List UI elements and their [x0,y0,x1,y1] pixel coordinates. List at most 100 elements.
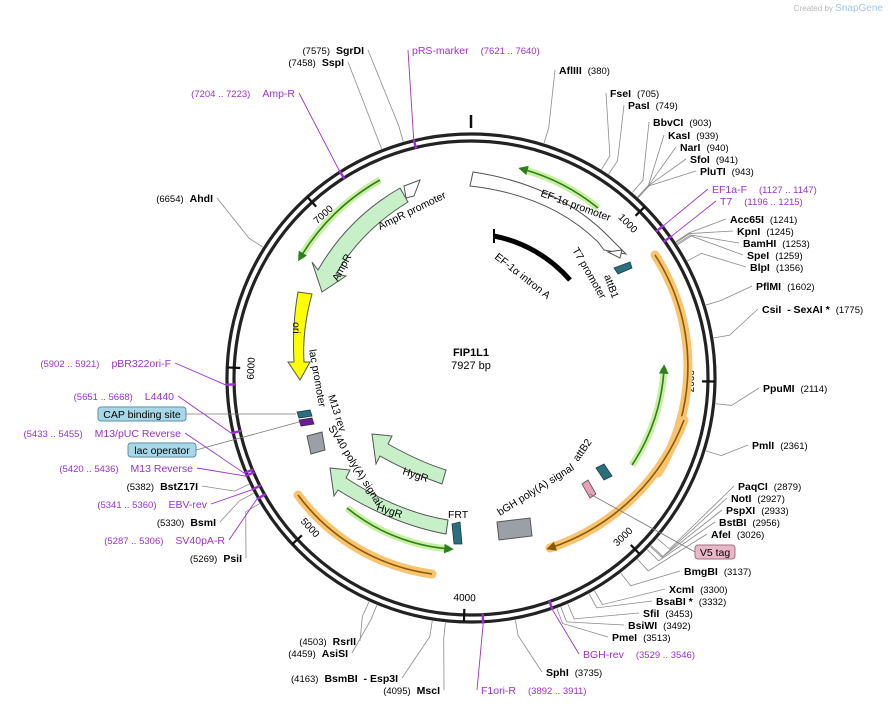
site-bstbi[interactable]: BstBI(2956) [719,517,780,529]
site-pflmi[interactable]: PflMI(1602) [756,281,815,293]
feature-ef1a-promoter [469,171,628,255]
site-bsiwi[interactable]: BsiWI(3492) [628,620,691,632]
site-ahdi[interactable]: (6654)AhdI [156,193,213,205]
site-bsmi[interactable]: (5330)BsmI [157,517,216,529]
site-asisi[interactable]: (4459)AsiSI [288,648,348,660]
site-blpi[interactable]: BlpI(1356) [750,262,803,274]
site-pluti[interactable]: PluTI(943) [700,166,754,178]
site-xcmi[interactable]: XcmI(3300) [669,584,728,596]
primer-amp-r[interactable]: (7204 .. 7223)Amp-R [191,88,295,100]
primer-leader-8 [210,489,253,505]
site-acc65i[interactable]: Acc65I(1241) [730,214,797,226]
primer-leader-3 [671,200,717,237]
orf-upper-left-arrow [298,179,381,262]
site-kpni[interactable]: KpnI(1245) [737,226,794,238]
site-aflIII[interactable]: AflIII(380) [559,65,610,77]
tick-mark-6000 [227,366,241,370]
leader-bstbi [646,521,716,562]
primer-f1ori-r[interactable]: F1ori-R(3892 .. 3911) [481,685,586,697]
primer-sv40pa-r[interactable]: (5287 .. 5306)SV40pA-R [104,535,225,547]
orf-lower-left-line [297,494,433,575]
leader-xcmi [594,588,666,606]
site-bsabi[interactable]: BsaBI *(3332) [656,596,726,608]
tick-label-6000: 6000 [246,357,258,380]
feature-v5-tag [581,479,597,499]
feature-hygr-upper [371,433,447,485]
primer-m13-puc-reverse[interactable]: (5433 .. 5455)M13/pUC Reverse [23,428,181,440]
leader-rsrii [359,601,370,642]
site-pmli[interactable]: PmlI(2361) [752,440,808,452]
site-pmei[interactable]: PmeI(3513) [612,632,671,644]
site-leader-lines [201,49,760,691]
site-pasi[interactable]: PasI(749) [628,100,678,112]
primer-leader-5 [177,395,232,434]
primer-l4440[interactable]: (5651 .. 5668)L4440 [74,391,175,403]
site-bsmbi-esp3i[interactable]: (4163)BsmBI - Esp3I [291,673,398,685]
leader-afei [637,533,708,572]
primer-mark-5 [230,429,242,435]
orf-lower-right-line [546,419,685,551]
primer-pbr322ori-f[interactable]: (5902 .. 5921)pBR322ori-F [40,358,171,370]
primer-labels: pRS-marker(7621 .. 7640) (7204 .. 7223)A… [23,45,816,697]
leader-pluti [637,170,697,198]
leader-psii [245,503,260,559]
feature-attb1 [613,261,633,275]
site-sgrdi[interactable]: (7575)SgrDI [303,45,365,57]
site-bamhi[interactable]: BamHI(1253) [743,238,810,250]
site-bmgbi[interactable]: BmgBI(3137) [684,566,751,578]
primer-bgh-rev[interactable]: BGH-rev(3529 .. 3546) [583,649,695,661]
leader-pmei [556,608,609,638]
site-fsei[interactable]: FseI(705) [610,88,659,100]
feature-frt [451,521,463,545]
leader-bamhi [676,234,740,245]
site-paqci[interactable]: PaqCI(2879) [738,481,801,493]
lac-operator-label: lac operator [134,445,190,457]
leader-acc65i [675,218,727,243]
tick-mark-5000 [291,534,303,545]
primer-ef1a-f[interactable]: EF1a-F(1127 .. 1147) [712,184,817,196]
primer-t7[interactable]: T7(1196 .. 1215) [720,196,803,208]
credit-prefix: Created by [793,4,833,13]
leader-csiisexai [713,308,759,339]
label-hygr-lower: HygR [375,501,404,521]
feature-ori [287,291,313,381]
leader-sgrdi [367,49,404,142]
site-psii[interactable]: (5269)PsiI [190,553,242,565]
snapgene-logo-text: SnapGene [835,3,883,14]
site-sphi[interactable]: SphI(3735) [546,667,602,679]
label-bgh-polya: bGH poly(A) signal [495,462,576,519]
site-sspi[interactable]: (7458)SspI [288,57,344,69]
leader-pmli [705,444,749,457]
orf-right-green-glow [629,367,668,467]
site-kasi[interactable]: KasI(939) [668,130,718,142]
site-noti[interactable]: NotI(2927) [731,493,785,505]
leader-bsiwi [560,606,625,626]
site-pspxi[interactable]: PspXI(2933) [726,505,789,517]
site-rsrii[interactable]: (4503)RsrII [299,636,356,648]
v5-tag-label: V5 tag [700,547,731,559]
leader-bstz17i [201,483,250,492]
site-spei[interactable]: SpeI(1259) [747,250,803,262]
site-sfoi[interactable]: SfoI(941) [690,154,738,166]
leader-bsmbiesp3i [401,620,433,679]
tick-mark-7000 [306,196,317,208]
site-sfii[interactable]: SfiI(3453) [643,608,693,620]
site-csii-sexai[interactable]: CsiI - SexAI *(1775) [762,304,863,316]
site-afei[interactable]: AfeI(3026) [711,529,764,541]
leader-sphi [514,619,543,673]
backbone-outer [225,132,717,624]
site-bstz17i[interactable]: (5382)BstZ17I [127,481,198,493]
site-ppumi[interactable]: PpuMI(2114) [763,383,827,395]
site-msci[interactable]: (4095)MscI [383,685,440,697]
feature-ef1a-intron [493,233,572,282]
site-nari[interactable]: NarI(940) [680,142,729,154]
primer-m13-reverse[interactable]: (5420 .. 5436)M13 Reverse [59,463,193,475]
leader-ppumi [715,387,760,406]
primer-prs-marker[interactable]: pRS-marker(7621 .. 7640) [412,45,540,57]
site-bbvci[interactable]: BbvCI(903) [653,117,712,129]
primer-ebv-rev[interactable]: (5341 .. 5360)EBV-rev [97,499,207,511]
tick-label-4000: 4000 [453,593,476,605]
primer-mark-6 [243,468,254,475]
primer-mark-9 [256,493,267,501]
leader-afliii [543,69,556,144]
